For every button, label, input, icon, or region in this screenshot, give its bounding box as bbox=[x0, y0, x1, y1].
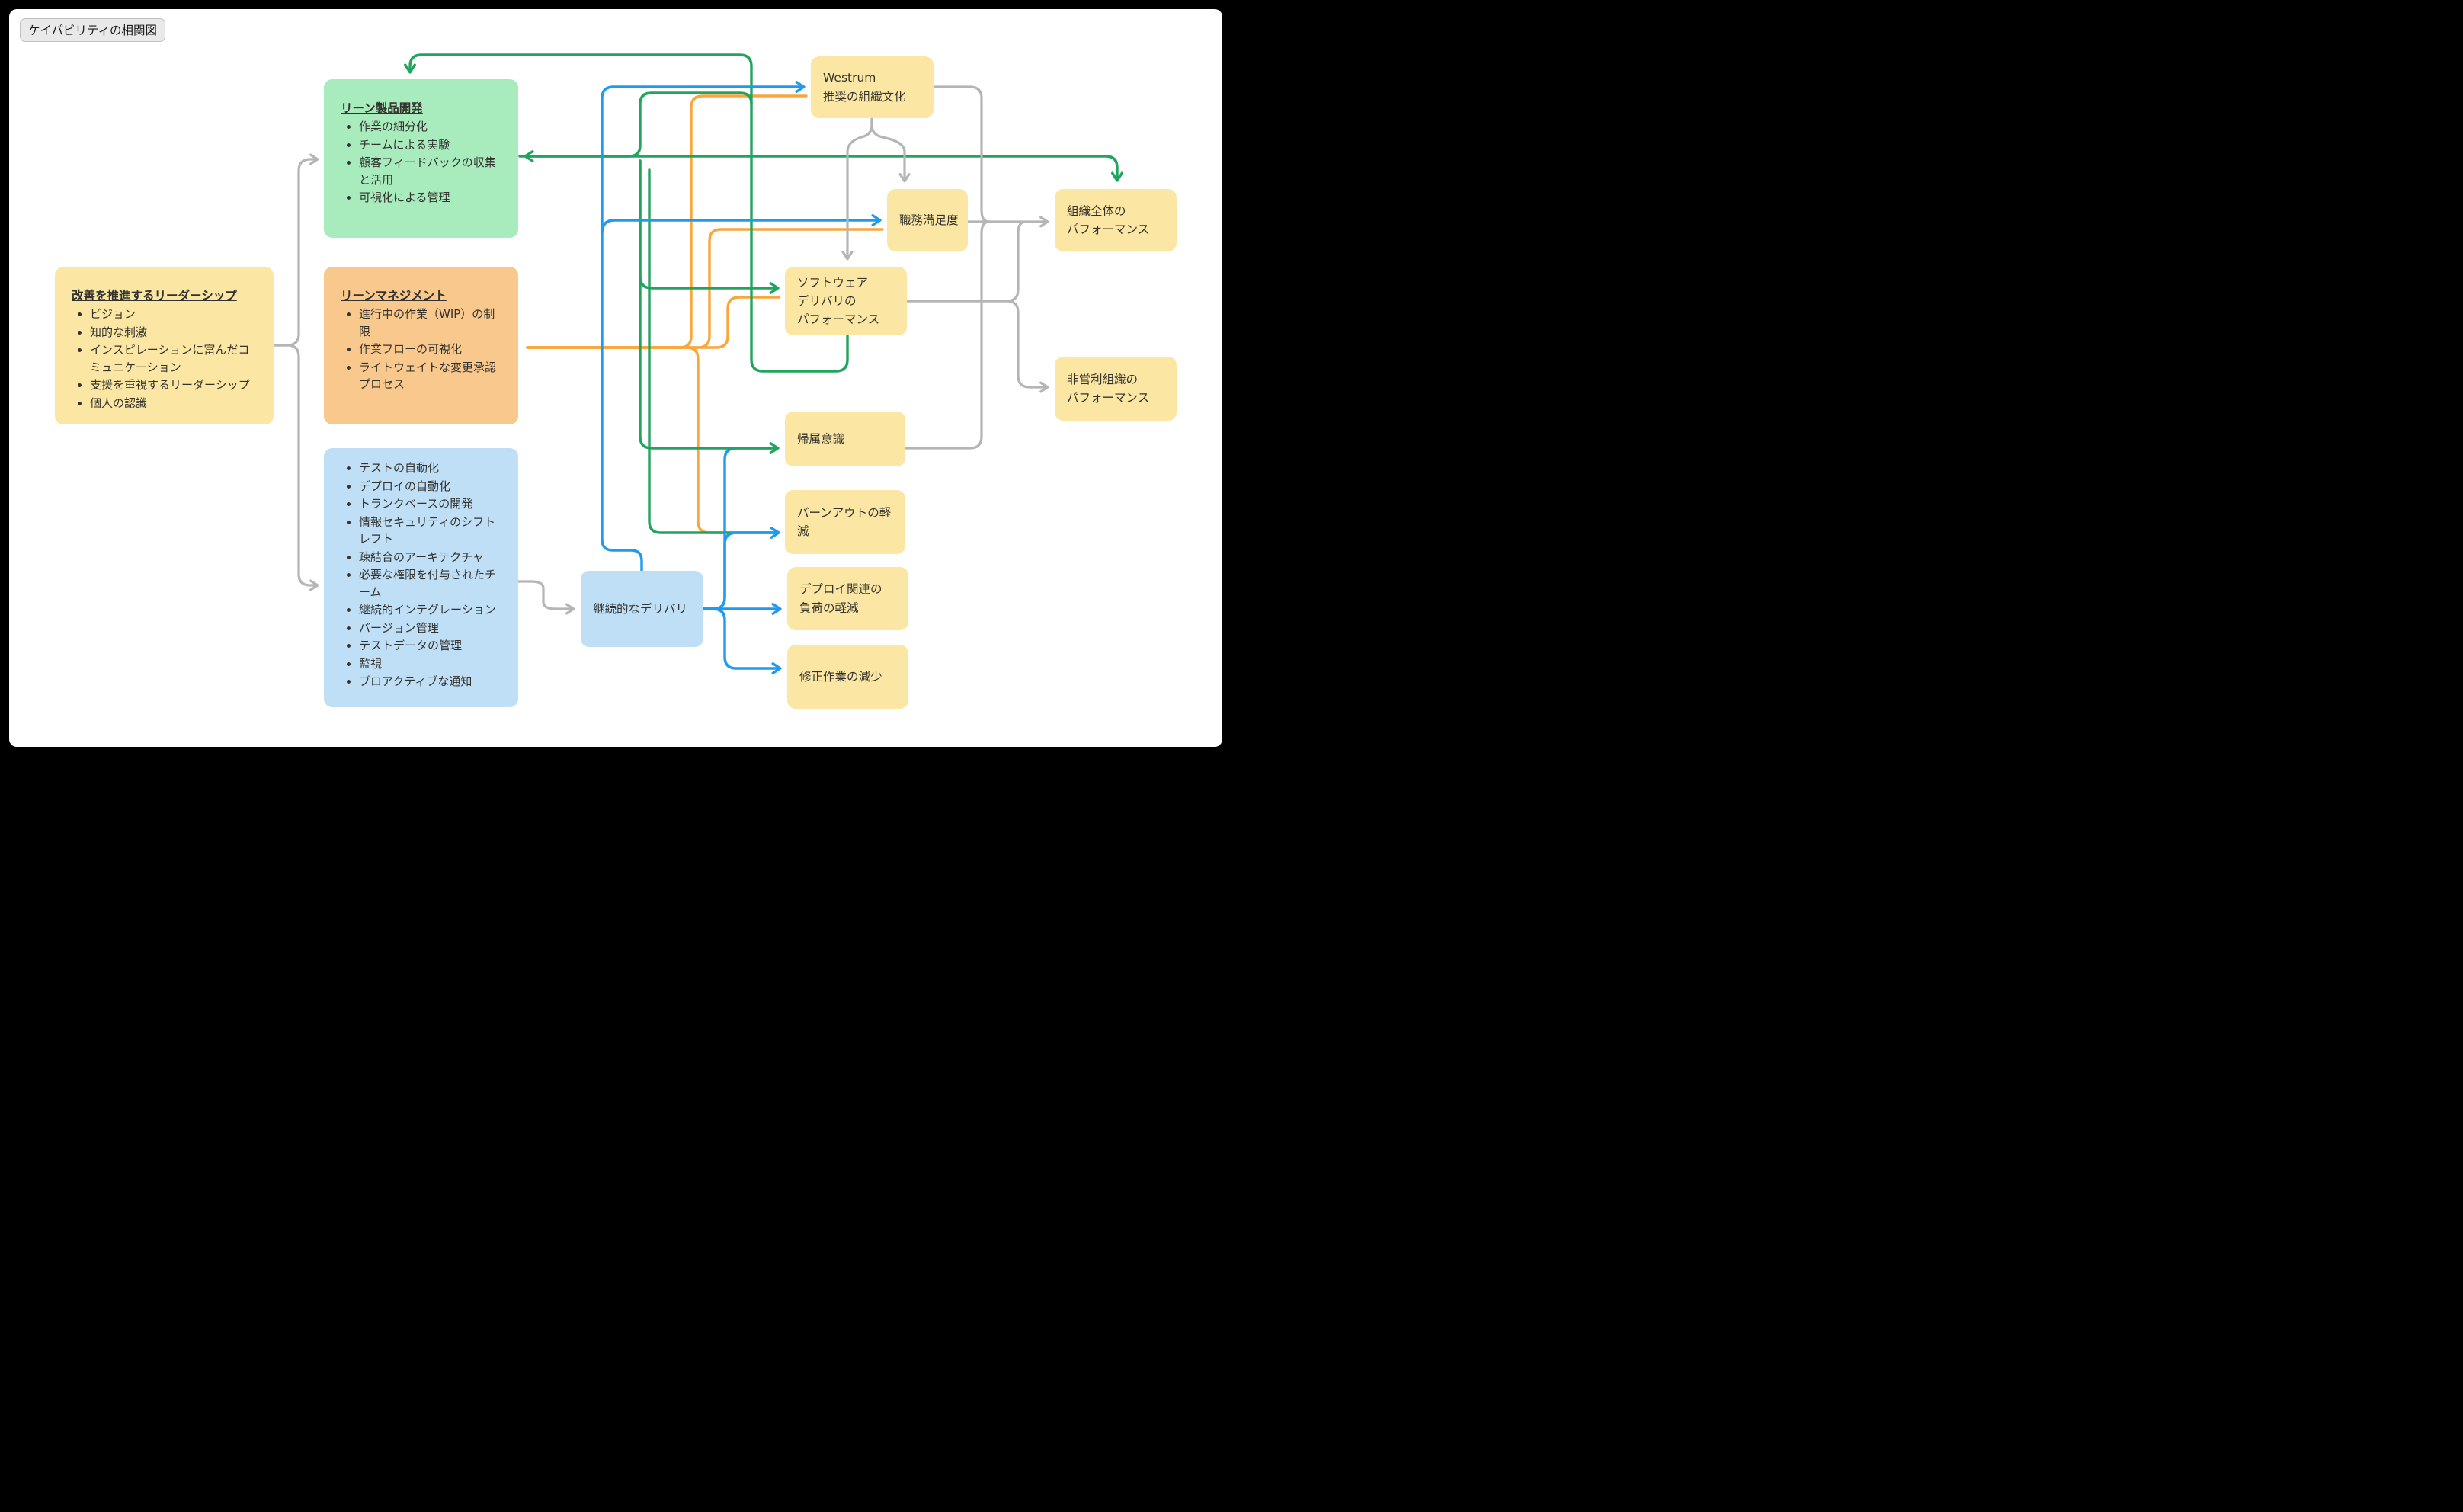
diagram-title-badge[interactable]: ケイパビリティの相関図 bbox=[20, 18, 165, 42]
node-software-delivery-performance[interactable]: ソフトウェア デリバリの パフォーマンス bbox=[785, 267, 907, 335]
edge-sw-delivery-to-nonprofit bbox=[905, 300, 1046, 387]
node-title: リーンマネジメント bbox=[341, 289, 447, 303]
bullet-item: 必要な権限を付与されたチーム bbox=[359, 566, 501, 601]
node-technical-practices[interactable]: テストの自動化デプロイの自動化トランクベースの開発情報セキュリティのシフトレフト… bbox=[324, 448, 518, 707]
edge-lean-mgmt-to-westrum bbox=[526, 94, 808, 349]
edge-cd-to-burnout bbox=[702, 533, 777, 610]
edge-leadership-to-technical bbox=[272, 344, 316, 585]
bullet-item: 作業フローの可視化 bbox=[359, 341, 501, 358]
bullet-item: 作業の細分化 bbox=[359, 118, 501, 136]
bullet-list: ビジョン知的な刺激インスピレーションに富んだコミュニケーション支援を重視するリー… bbox=[72, 306, 260, 412]
bullet-item: トランクベースの開発 bbox=[359, 495, 501, 513]
edge-lean-product-to-identity bbox=[639, 159, 777, 448]
node-job-satisfaction[interactable]: 職務満足度 bbox=[887, 189, 968, 251]
bullet-item: テストデータの管理 bbox=[359, 637, 501, 655]
node-identity[interactable]: 帰属意識 bbox=[785, 412, 905, 466]
bullet-item: 知的な刺激 bbox=[90, 324, 257, 341]
bullet-item: 進行中の作業（WIP）の制限 bbox=[359, 306, 501, 340]
bullet-list: 進行中の作業（WIP）の制限作業フローの可視化ライトウェイトな変更承認プロセス bbox=[341, 306, 504, 393]
node-continuous-delivery[interactable]: 継続的なデリバリ bbox=[581, 571, 703, 647]
bullet-item: ライトウェイトな変更承認プロセス bbox=[359, 359, 501, 393]
node-less-burnout[interactable]: バーンアウトの軽減 bbox=[785, 490, 905, 554]
edge-cd-to-identity bbox=[702, 447, 773, 610]
edge-leadership-to-lean-product bbox=[272, 159, 316, 347]
bullet-item: ビジョン bbox=[90, 306, 257, 323]
edge-westrum-to-org-performance bbox=[932, 85, 991, 223]
edge-cd-to-rework bbox=[702, 607, 779, 668]
node-transformational-leadership[interactable]: 改善を推進するリーダーシップ ビジョン知的な刺激インスピレーションに富んだコミュ… bbox=[55, 267, 274, 424]
node-westrum-culture[interactable]: Westrum 推奨の組織文化 bbox=[811, 56, 934, 118]
edge-layer bbox=[272, 53, 1222, 747]
bullet-list: 作業の細分化チームによる実験顧客フィードバックの収集と活用可視化による管理 bbox=[341, 118, 504, 207]
node-title: 改善を推進するリーダーシップ bbox=[72, 289, 237, 303]
bullet-item: テストの自動化 bbox=[359, 460, 501, 477]
diagram-canvas: ケイパビリティの相関図 リーン製品開発 作業の細分化チームによる実験顧客フィード… bbox=[9, 9, 1222, 747]
bullet-item: 可視化による管理 bbox=[359, 189, 501, 207]
edge-feedback-to-lean-product-right bbox=[527, 91, 753, 156]
bullet-item: デプロイの自動化 bbox=[359, 478, 501, 495]
node-less-deployment-pain[interactable]: デプロイ関連の 負荷の軽減 bbox=[787, 567, 908, 630]
bullet-item: バージョン管理 bbox=[359, 620, 501, 637]
bullet-item: 顧客フィードバックの収集と活用 bbox=[359, 154, 501, 188]
bullet-item: 疎結合のアーキテクチャ bbox=[359, 549, 501, 566]
edge-identity-to-org-performance bbox=[904, 220, 991, 450]
node-organizational-performance[interactable]: 組織全体の パフォーマンス bbox=[1055, 189, 1177, 251]
bullet-item: 個人の認識 bbox=[90, 395, 257, 412]
node-lean-management[interactable]: リーンマネジメント 進行中の作業（WIP）の制限作業フローの可視化ライトウェイト… bbox=[324, 267, 518, 424]
node-title: リーン製品開発 bbox=[341, 101, 423, 115]
edge-cd-to-westrum bbox=[601, 87, 802, 572]
node-lean-product-development[interactable]: リーン製品開発 作業の細分化チームによる実験顧客フィードバックの収集と活用可視化… bbox=[324, 79, 518, 238]
bullet-item: 支援を重視するリーダーシップ bbox=[90, 376, 257, 394]
bullet-item: インスピレーションに富んだコミュニケーション bbox=[90, 341, 257, 376]
bullet-item: 監視 bbox=[359, 655, 501, 673]
bullet-item: 情報セキュリティのシフトレフト bbox=[359, 514, 501, 548]
node-less-rework[interactable]: 修正作業の減少 bbox=[787, 645, 908, 709]
edge-sw-delivery-to-lean-product-loop bbox=[410, 53, 849, 373]
bullet-item: 継続的インテグレーション bbox=[359, 601, 501, 619]
diagram-stage: ケイパビリティの相関図 リーン製品開発 作業の細分化チームによる実験顧客フィード… bbox=[0, 0, 1232, 756]
edge-westrum-to-job-satisfaction bbox=[870, 117, 905, 180]
edge-lean-product-to-org-performance bbox=[518, 155, 1117, 179]
bullet-list: テストの自動化デプロイの自動化トランクベースの開発情報セキュリティのシフトレフト… bbox=[341, 460, 504, 690]
bullet-item: チームによる実験 bbox=[359, 136, 501, 154]
edge-cd-to-job-satisfaction bbox=[601, 220, 879, 235]
edge-westrum-to-sw-delivery bbox=[847, 117, 873, 258]
edge-lean-mgmt-to-sw-delivery bbox=[526, 296, 780, 349]
edge-lean-product-to-burnout bbox=[648, 168, 777, 534]
edge-technical-to-cd bbox=[517, 580, 572, 609]
node-noncommercial-performance[interactable]: 非営利組織の パフォーマンス bbox=[1055, 357, 1177, 421]
bullet-item: プロアクティブな通知 bbox=[359, 673, 501, 690]
